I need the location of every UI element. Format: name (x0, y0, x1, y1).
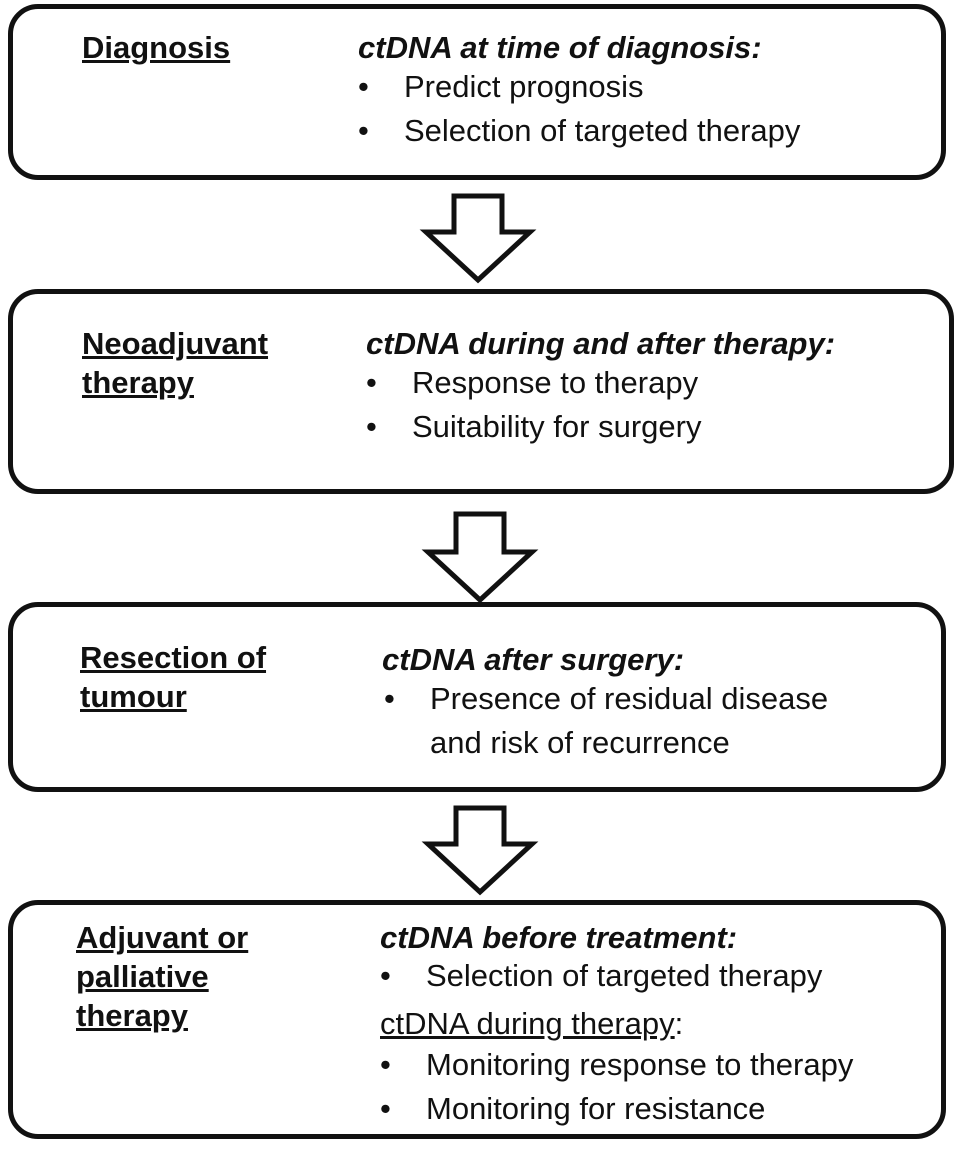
bullet-item: Response to therapy (366, 361, 701, 405)
stage-heading-resection: ctDNA after surgery: (382, 642, 685, 677)
sub-bullet-list-adjuvant: Monitoring response to therapy Monitorin… (380, 1043, 853, 1131)
bullet-item: Monitoring for resistance (380, 1087, 853, 1131)
stage-heading-neoadjuvant: ctDNA during and after therapy: (366, 326, 836, 361)
stage-title-neoadjuvant: Neoadjuvant therapy (82, 326, 269, 400)
down-arrow (421, 511, 539, 604)
bullet-item: Monitoring response to therapy (380, 1043, 853, 1087)
bullet-item: Selection of targeted therapy (358, 109, 800, 153)
stage-title-diagnosis: Diagnosis (82, 30, 231, 65)
down-arrow (419, 193, 537, 284)
bullet-list-neoadjuvant: Response to therapy Suitability for surg… (366, 361, 701, 449)
bullet-item: Predict prognosis (358, 65, 800, 109)
stage-title-adjuvant: Adjuvant or palliative therapy (76, 920, 249, 1033)
subheading-colon: : (674, 1006, 684, 1041)
down-arrow (421, 805, 539, 896)
bullet-item: Suitability for surgery (366, 405, 701, 449)
bullet-list-adjuvant: Selection of targeted therapy (380, 954, 822, 998)
stage-title-resection: Resection of tumour (80, 640, 267, 714)
stage-heading-diagnosis: ctDNA at time of diagnosis: (358, 30, 762, 65)
bullet-list-diagnosis: Predict prognosis Selection of targeted … (358, 65, 800, 153)
bullet-item: Presence of residual disease and risk of… (384, 677, 884, 765)
stage-heading-adjuvant: ctDNA before treatment: (380, 920, 738, 955)
subheading-text: ctDNA during therapy (380, 1006, 675, 1041)
bullet-list-resection: Presence of residual disease and risk of… (384, 677, 884, 765)
stage-subheading-adjuvant: ctDNA during therapy: (380, 1004, 683, 1043)
bullet-item: Selection of targeted therapy (380, 954, 822, 998)
